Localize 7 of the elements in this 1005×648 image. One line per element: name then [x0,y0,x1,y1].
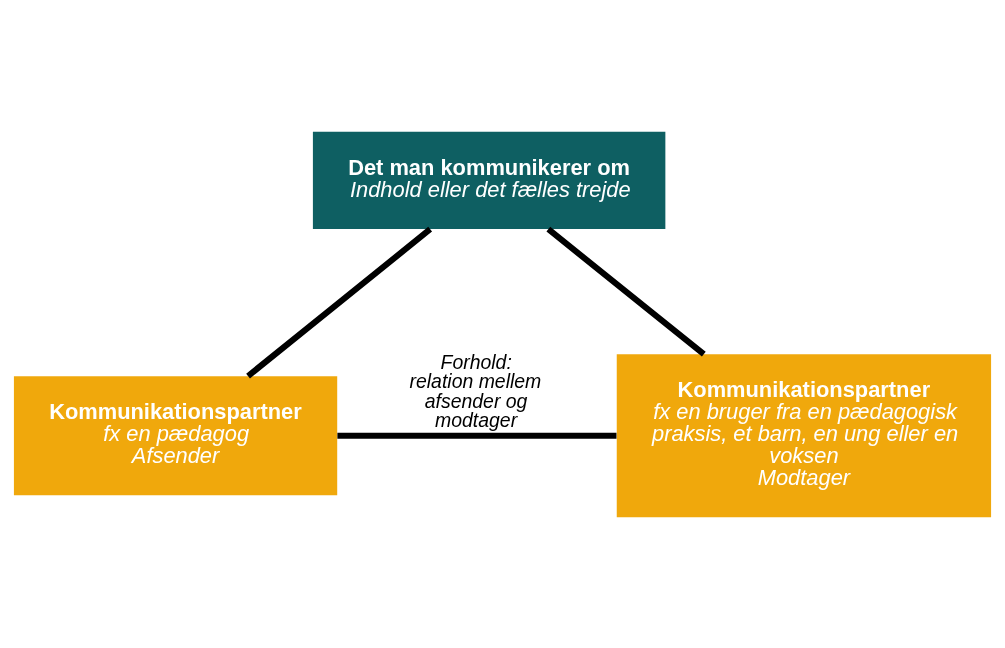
connector [246,226,433,378]
node-box: Kommunikationspartner fx en pædagog Afsender [13,375,338,495]
node-box: Det man kommunikerer om Indhold eller det fælles trejde [312,131,666,229]
edge-label: Forhold: relation mellem afsender og modtager [409,350,542,431]
connector [546,226,706,356]
node-box: Kommunikationspartner fx en bruger fra en pædagogisk praksis, et barn, en ung eller en voksen Modtager [616,353,992,517]
connector [337,432,617,439]
